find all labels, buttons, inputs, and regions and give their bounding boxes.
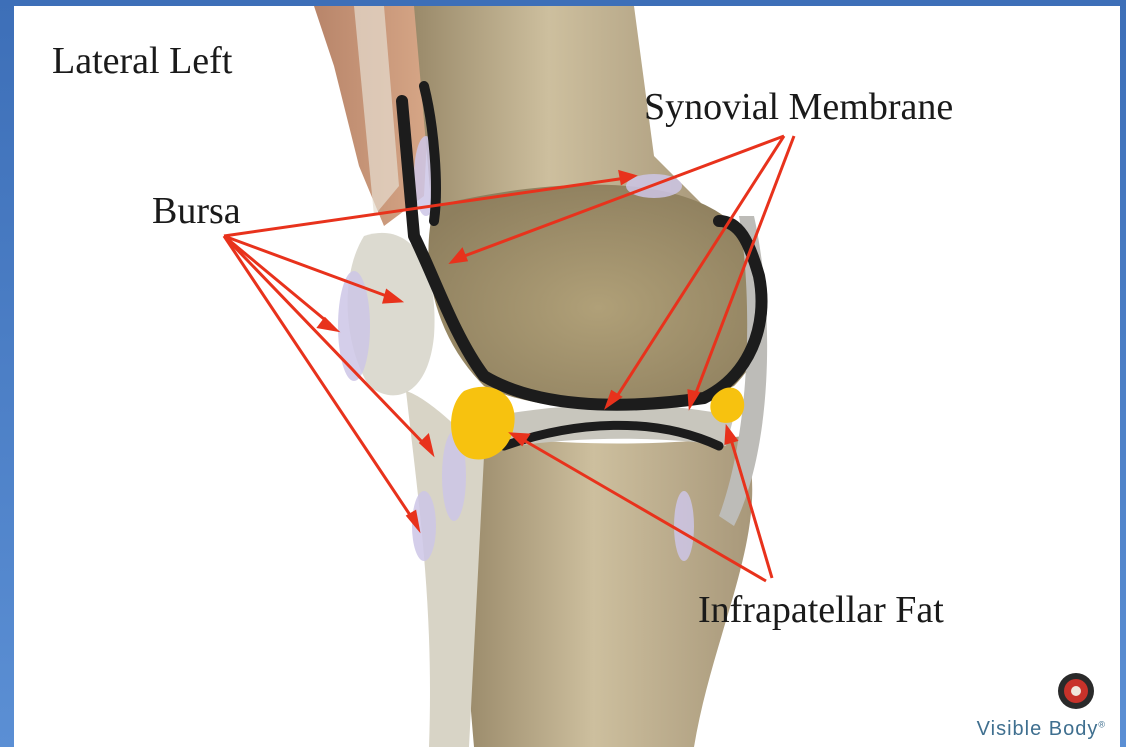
view-title: Lateral Left: [52, 42, 232, 80]
knee-illustration: [14, 6, 1120, 747]
logo-wordmark: Visible Body: [977, 718, 1099, 740]
slide: Lateral Left Synovial Membrane Bursa Inf…: [14, 6, 1120, 747]
logo-text: Visible Body®: [977, 718, 1106, 741]
logo-emblem-icon: [1056, 671, 1096, 711]
bursa-lateral-tibial: [674, 491, 694, 561]
label-bursa: Bursa: [152, 192, 241, 230]
label-synovial-membrane: Synovial Membrane: [644, 88, 953, 126]
label-infrapatellar-fat: Infrapatellar Fat: [698, 591, 944, 629]
visible-body-logo: Visible Body®: [916, 671, 1106, 741]
registered-mark: ®: [1098, 719, 1106, 729]
